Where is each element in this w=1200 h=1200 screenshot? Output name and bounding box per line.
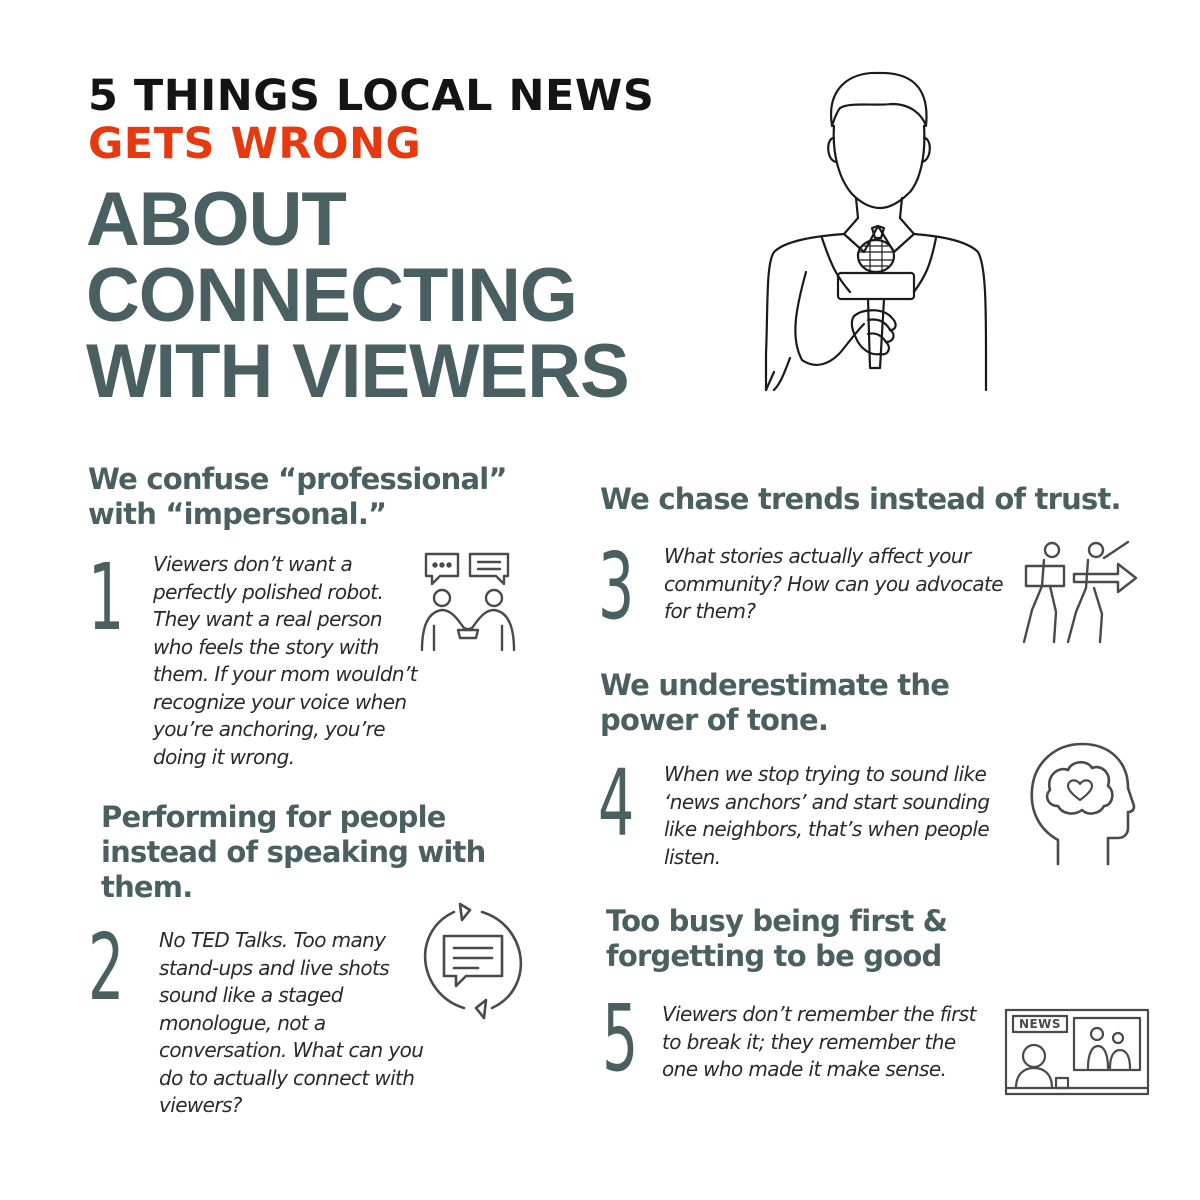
headline-line: CONNECTING: [86, 253, 578, 338]
title-line: We underestimate the: [600, 668, 950, 702]
body-line: viewers?: [159, 1093, 242, 1117]
body-line: conversation. What can you: [159, 1038, 424, 1062]
item-2-body: No TED Talks. Too many stand-ups and liv…: [159, 927, 424, 1120]
body-line: for them?: [664, 599, 756, 623]
title-line: them.: [101, 870, 193, 904]
headline-line: ABOUT: [86, 177, 347, 262]
conversation-handshake-icon: [420, 552, 516, 652]
body-line: who feels the story with: [153, 634, 379, 659]
item-4-number: 4: [598, 750, 635, 857]
item-2-title: Performing for people instead of speakin…: [101, 800, 486, 905]
item-5-title: Too busy being first & forgetting to be …: [606, 904, 948, 974]
people-arrow-icon: [1022, 540, 1138, 644]
body-line: community? How can you advocate: [664, 571, 1004, 596]
item-3-title: We chase trends instead of trust.: [600, 482, 1122, 517]
head-brain-heart-icon: [1030, 742, 1136, 866]
body-line: like neighbors, that’s when people: [664, 817, 990, 841]
title-line: We confuse “professional”: [88, 462, 508, 496]
body-line: do to actually connect with: [159, 1065, 415, 1090]
news-reporter-microphone-icon: [764, 71, 988, 392]
body-line: Viewers don’t remember the first: [662, 1002, 976, 1026]
title-line: with “impersonal.”: [88, 497, 387, 531]
body-line: to break it; they remember the: [662, 1029, 956, 1054]
title-line: Performing for people: [101, 800, 446, 834]
item-4-body: When we stop trying to sound like ‘news …: [664, 761, 990, 871]
news-broadcast-frame-icon: [1004, 1008, 1150, 1096]
body-line: They want a real person: [153, 607, 383, 631]
chat-refresh-icon: [423, 902, 523, 1020]
headline: ABOUT CONNECTING WITH VIEWERS: [86, 182, 674, 410]
body-line: perfectly polished robot.: [153, 579, 384, 604]
body-line: ‘news anchors’ and start sounding: [664, 789, 990, 814]
title-line: Too busy being first &: [606, 904, 948, 938]
body-line: one who made it make sense.: [662, 1057, 947, 1081]
item-1-body: Viewers don’t want a perfectly polished …: [153, 551, 418, 771]
body-line: No TED Talks. Too many: [159, 928, 386, 952]
news-label: NEWS: [1018, 1017, 1062, 1031]
body-line: listen.: [664, 844, 721, 869]
title-line: instead of speaking with: [101, 835, 486, 869]
body-line: recognize your voice when: [153, 689, 407, 714]
item-5-body: Viewers don’t remember the first to brea…: [662, 1001, 976, 1084]
item-1-title: We confuse “professional” with “imperson…: [88, 462, 508, 532]
body-line: doing it wrong.: [153, 744, 295, 769]
body-line: sound like a staged: [159, 983, 343, 1007]
body-line: monologue, not a: [159, 1010, 326, 1035]
headline-line: WITH VIEWERS: [86, 329, 630, 414]
body-line: When we stop trying to sound like: [664, 762, 987, 786]
item-2-number: 2: [88, 914, 125, 1021]
title-line: We chase trends instead of trust.: [600, 482, 1122, 516]
kicker-line-1: 5 THINGS LOCAL NEWS: [88, 71, 655, 121]
body-line: you’re anchoring, you’re: [153, 717, 386, 741]
kicker-line-2: GETS WRONG: [88, 119, 422, 169]
item-4-title: We underestimate the power of tone.: [600, 668, 950, 738]
body-line: What stories actually affect your: [664, 544, 971, 568]
item-5-number: 5: [602, 985, 639, 1092]
item-1-number: 1: [88, 544, 125, 651]
body-line: Viewers don’t want a: [153, 552, 353, 576]
title-line: forgetting to be good: [606, 939, 942, 973]
body-line: them. If your mom wouldn’t: [153, 662, 418, 686]
title-line: power of tone.: [600, 703, 829, 737]
item-3-body: What stories actually affect your commun…: [664, 543, 1004, 626]
news-broadcast-icon: NEWS: [1004, 1008, 1150, 1096]
item-3-number: 3: [598, 533, 635, 640]
body-line: stand-ups and live shots: [159, 955, 390, 980]
